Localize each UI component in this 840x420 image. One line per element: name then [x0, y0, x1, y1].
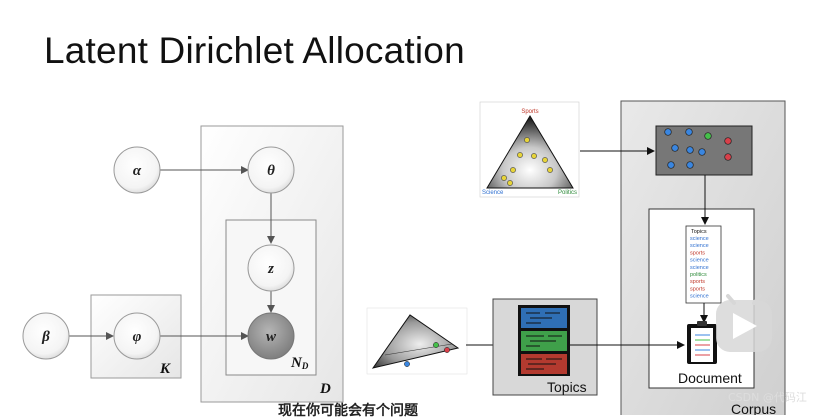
svg-text:w: w [266, 329, 277, 345]
word-simplex [371, 314, 460, 369]
topics-box-label: Topics [547, 379, 587, 395]
topics-list-item: science [690, 236, 709, 242]
svg-text:θ: θ [267, 163, 275, 179]
topics-list-card [685, 225, 722, 304]
node-beta: β [22, 312, 70, 360]
topics-list-item: politics [690, 272, 707, 278]
topic-assignment-dots [664, 128, 732, 169]
document-label: Document [678, 370, 742, 386]
node-phi: φ [113, 312, 161, 360]
slide-subtitle: 现在你可能会有个问题 [278, 403, 418, 419]
node-w: w [247, 312, 295, 360]
slide-title: Latent Dirichlet Allocation [44, 30, 465, 71]
video-play-icon[interactable] [716, 294, 772, 352]
word-simplex-point-blue [404, 361, 410, 367]
simplex-points [501, 137, 553, 186]
topics-list-item: science [690, 265, 709, 271]
topics-list-item: sports [690, 286, 705, 292]
simplex-vertex-right: Politics [558, 190, 577, 196]
topic-band-text-lines [526, 312, 562, 370]
word-simplex-point-green [433, 342, 439, 348]
svg-text:β: β [41, 329, 50, 345]
corpus-label: Corpus [731, 401, 776, 415]
topics-list-item: science [690, 294, 709, 300]
node-alpha: α [113, 146, 161, 194]
simplex-vertex-top: Sports [521, 109, 538, 115]
watermark: CSDN @代码江 [728, 391, 807, 404]
svg-text:α: α [133, 163, 142, 179]
topics-list-item: sports [690, 279, 705, 285]
word-simplex-line [384, 343, 453, 356]
node-z: z [247, 244, 295, 292]
topics-list: sciencesciencesportssciencesciencepoliti… [690, 236, 709, 300]
topics-list-item: sports [690, 250, 705, 256]
topics-list-item: science [690, 258, 709, 264]
document-clipboard-icon [687, 321, 717, 364]
topic-plate-label: K [159, 361, 171, 377]
topics-list-header: Topics [691, 229, 707, 235]
svg-text:z: z [267, 261, 274, 277]
svg-text:φ: φ [133, 329, 142, 345]
simplex-vertex-left: Science [482, 190, 504, 196]
word-simplex-point-red [444, 347, 450, 353]
topics-list-item: science [690, 243, 709, 249]
document-plate-label: D [319, 381, 331, 397]
word-plate-label: ND [290, 355, 309, 371]
node-theta: θ [247, 146, 295, 194]
